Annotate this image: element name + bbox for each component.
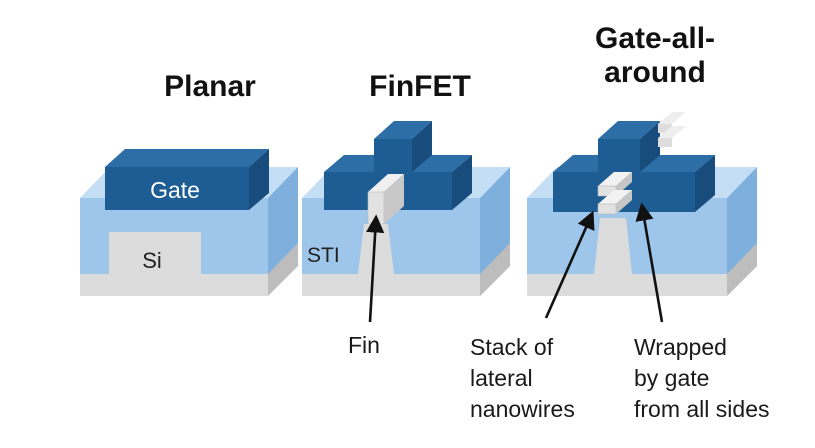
gaa-nanowire-back-2 [658,138,672,147]
annotation-stack-line-1: Stack of [470,334,554,360]
finfet-structure: STI [302,121,510,323]
planar-structure: Gate Si [80,149,298,296]
annotation-wrapped-by-gate: Wrapped by gate from all sides [634,332,769,425]
gaa-gate-lower-side [695,155,715,212]
annotation-fin-text: Fin [348,332,380,358]
fin-arrow [366,214,385,323]
annotation-wrapped-line-2: by gate [634,365,710,391]
gaa-nanowire-back-1 [658,124,672,133]
annotation-fin: Fin [348,330,380,361]
planar-gate-side [249,149,269,210]
gaa-gate-upper-side [640,121,660,172]
planar-si-well [109,232,201,274]
annotation-stack-of-nanowires: Stack of lateral nanowires [470,332,575,425]
planar-gate-top [105,149,269,167]
finfet-si-front [302,274,480,296]
gaa-si-front [527,274,727,296]
gaa-nanowire-top-back-1 [658,112,686,124]
annotation-stack-line-3: nanowires [470,396,575,422]
finfet-gate-upper-top [374,121,432,139]
planar-si-label: Si [142,248,162,273]
finfet-gate-upper-side [412,121,432,172]
gaa-nanowire-2-front [597,203,617,215]
annotation-wrapped-line-3: from all sides [634,396,770,422]
planar-oxide-side [268,167,298,274]
finfet-gate-upper-front [374,139,412,173]
finfet-fin-side [384,174,404,224]
gaa-gate-upper-top [598,121,660,139]
title-gaa-line-1: Gate-all- [594,22,716,55]
title-gate-all-around: Gate-all- around [555,22,755,90]
planar-gate-label: Gate [150,177,200,203]
finfet-sti-label: STI [307,244,340,267]
stack-arrow [544,210,595,319]
wrapped-arrow [635,202,664,323]
gaa-trench [594,218,632,274]
finfet-si-side [480,243,510,296]
annotation-stack-line-2: lateral [470,365,533,391]
planar-gate-front [105,167,249,210]
gaa-nanowire-2-side [616,190,632,214]
gaa-structure [527,112,757,323]
planar-si-bottom [80,274,268,296]
gaa-nanowire-top-back-2 [658,126,686,138]
gaa-nanowire-2-top [598,190,632,204]
title-gaa-line-2: around [604,56,706,89]
gaa-si-side [727,243,757,296]
finfet-fin-trench [358,224,394,274]
title-finfet: FinFET [369,70,471,103]
finfet-fin-top [368,174,404,192]
annotation-wrapped-line-1: Wrapped [634,334,727,360]
finfet-gate-lower-side [452,155,472,210]
gaa-nanowire-1-top [598,172,632,186]
gaa-gate-upper-front [598,139,640,173]
title-planar: Planar [164,70,256,103]
